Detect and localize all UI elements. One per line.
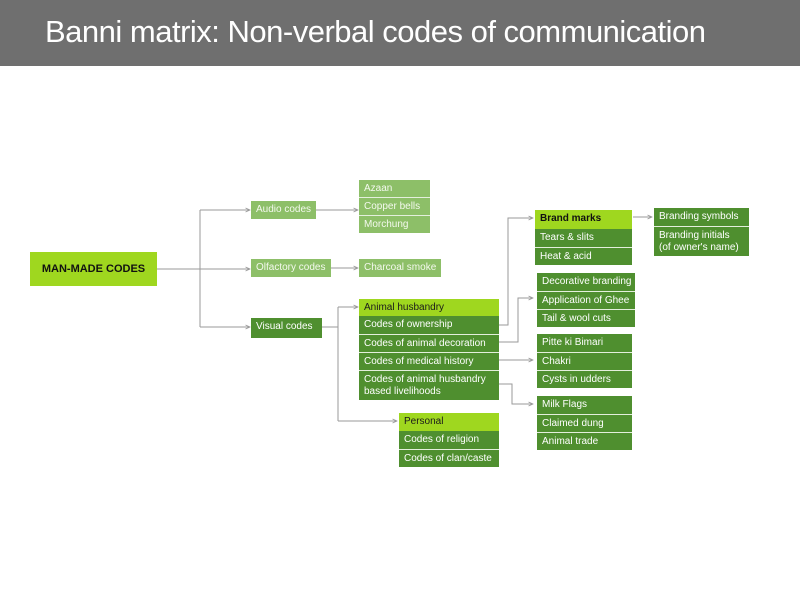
olfactory-item-charcoal-smoke: Charcoal smoke xyxy=(359,259,441,277)
brand-marks-header: Brand marks xyxy=(535,210,632,229)
codes-of-religion: Codes of religion xyxy=(399,431,499,449)
audio-item-morchung: Morchung xyxy=(359,215,430,233)
branding-initials-line-1: Branding initials xyxy=(659,230,730,241)
codes-of-animal-decoration: Codes of animal decoration xyxy=(359,334,499,352)
brand-marks-heat-acid: Heat & acid xyxy=(535,247,632,265)
milk-flags: Milk Flags xyxy=(537,396,632,414)
livelihoods-line-2: based livelihoods xyxy=(364,386,441,397)
application-of-ghee: Application of Ghee xyxy=(537,291,635,309)
branding-initials: Branding initials (of owner's name) xyxy=(654,226,749,256)
title-bar: Banni matrix: Non-verbal codes of commun… xyxy=(0,0,800,66)
pitte-ki-bimari: Pitte ki Bimari xyxy=(537,334,632,352)
man-made-codes-node: MAN-MADE CODES xyxy=(30,252,157,286)
audio-codes-node: Audio codes xyxy=(251,201,316,219)
page-title: Banni matrix: Non-verbal codes of commun… xyxy=(45,14,706,49)
claimed-dung: Claimed dung xyxy=(537,414,632,432)
chakri: Chakri xyxy=(537,352,632,370)
animal-trade: Animal trade xyxy=(537,432,632,450)
cysts-in-udders: Cysts in udders xyxy=(537,370,632,388)
audio-item-copper-bells: Copper bells xyxy=(359,197,430,215)
livelihoods-line-1: Codes of animal husbandry xyxy=(364,374,486,385)
visual-codes-node: Visual codes xyxy=(251,318,322,338)
decorative-branding: Decorative branding xyxy=(537,273,635,291)
olfactory-codes-node: Olfactory codes xyxy=(251,259,331,277)
codes-of-medical-history: Codes of medical history xyxy=(359,352,499,370)
brand-marks-tears-slits: Tears & slits xyxy=(535,229,632,247)
codes-of-clan-caste: Codes of clan/caste xyxy=(399,449,499,467)
codes-of-ownership: Codes of ownership xyxy=(359,316,499,334)
animal-husbandry-header: Animal husbandry xyxy=(359,299,499,316)
branding-symbols: Branding symbols xyxy=(654,208,749,226)
codes-of-livelihoods: Codes of animal husbandry based liveliho… xyxy=(359,370,499,400)
branding-initials-line-2: (of owner's name) xyxy=(659,242,739,253)
personal-header: Personal xyxy=(399,413,499,431)
audio-item-azaan: Azaan xyxy=(359,180,430,197)
tail-wool-cuts: Tail & wool cuts xyxy=(537,309,635,327)
